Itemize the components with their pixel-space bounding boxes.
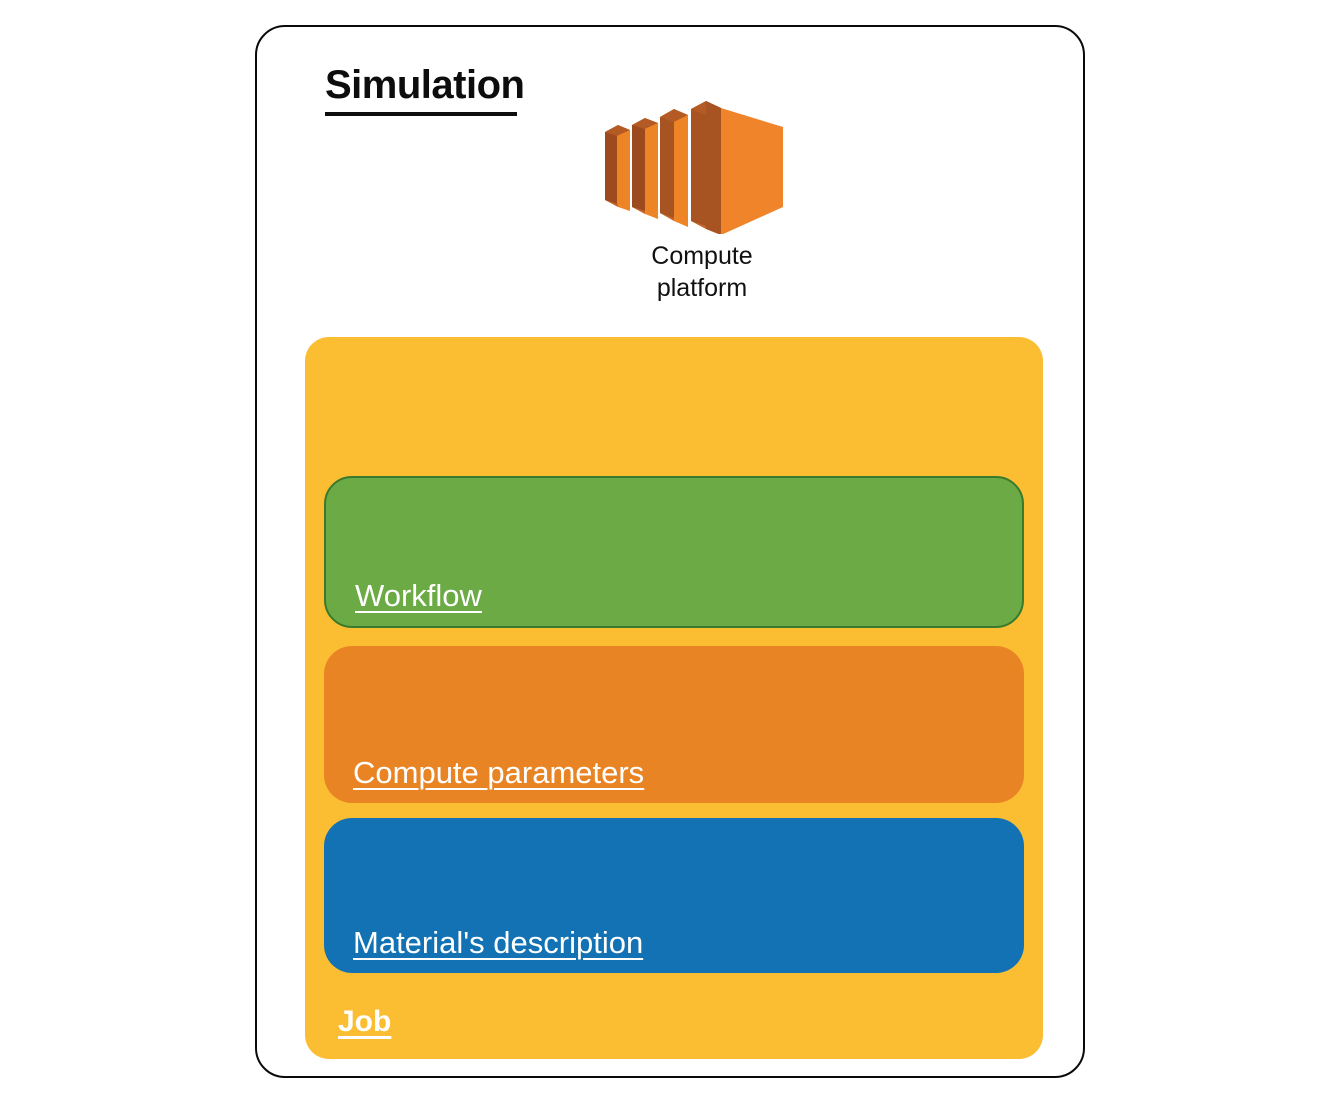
compute-platform-node: Compute platform [587,99,817,304]
compute-parameters-layer-label: Compute parameters [353,755,645,790]
workflow-layer-label: Workflow [355,578,482,613]
aws-compute-platform-icon [587,99,817,235]
compute-platform-caption-line2: platform [656,274,748,302]
compute-platform-caption-line1: Compute [651,242,753,270]
compute-platform-caption: Compute platform [587,240,817,304]
workflow-layer[interactable]: Workflow [324,476,1024,628]
job-container-label: Job [338,1005,392,1038]
page-title: Simulation [325,63,525,107]
simulation-card: Simulation [255,25,1085,1078]
materials-description-layer-label: Material's description [353,925,644,960]
compute-parameters-layer[interactable]: Compute parameters [324,646,1024,803]
job-container[interactable]: Workflow Compute parameters Material's d… [305,337,1043,1059]
page-title-underline [325,112,517,116]
materials-description-layer[interactable]: Material's description [324,818,1024,973]
